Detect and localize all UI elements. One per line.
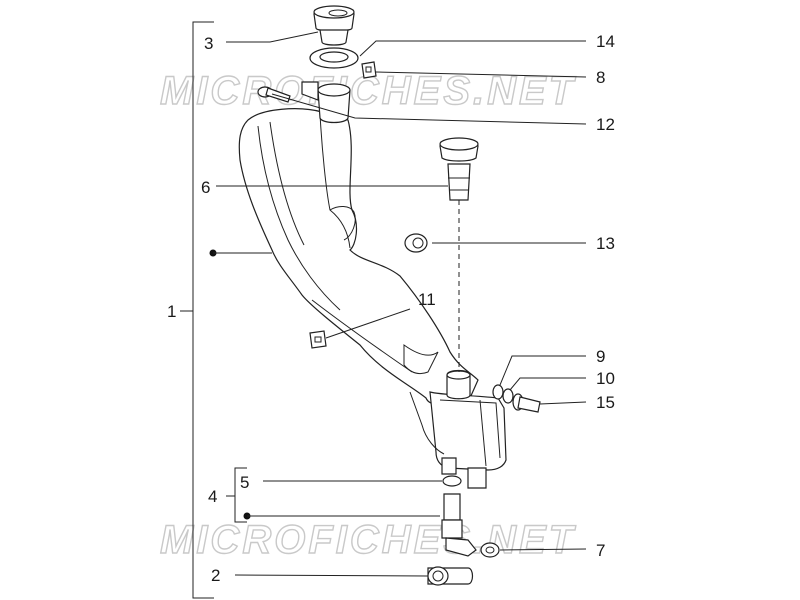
assembly-bracket-4 [226,467,247,523]
hose-clamp-7 [480,542,500,558]
clip-nut-11 [309,330,327,349]
callout-8: 8 [596,68,605,87]
assembly-bracket-1 [180,21,214,599]
callout-1: 1 [167,302,176,321]
washer-10 [502,388,514,404]
hose-clamp-2 [427,566,474,586]
expansion-tank [238,81,507,489]
callout-11: 11 [418,290,436,309]
clip-nut-8 [361,61,377,79]
washer-9 [492,384,504,400]
callout-7: 7 [596,541,605,560]
watermark-bottom: MICROFICHES.NET [160,518,577,562]
callout-15: 15 [596,393,615,412]
callout-9: 9 [596,347,605,366]
bolt-15 [512,393,541,413]
callout-4: 4 [208,487,217,506]
leader-lines [213,31,587,577]
callout-3: 3 [204,34,213,53]
screw-12 [257,86,291,103]
gasket-ring [309,47,359,69]
callout-13: 13 [596,234,615,253]
callout-12: 12 [596,115,615,134]
tank-cap [313,5,355,46]
callout-14: 14 [596,32,615,51]
callout-5: 5 [240,473,249,492]
dipstick-cap [439,137,479,201]
o-ring-5 [442,475,462,487]
grommet-13 [404,233,428,253]
callout-2: 2 [211,566,220,585]
callout-10: 10 [596,369,615,388]
callout-6: 6 [201,178,210,197]
drain-fitting [441,493,477,557]
